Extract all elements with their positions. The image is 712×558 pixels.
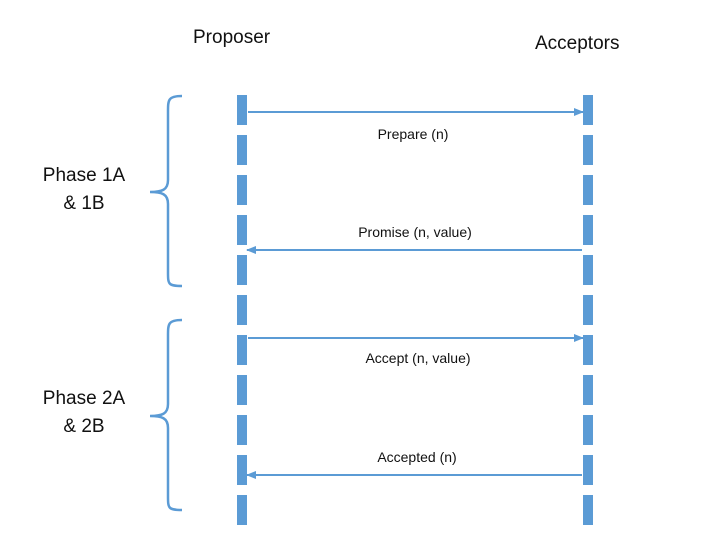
phase-2-label: Phase 2A & 2B (14, 385, 154, 441)
phase-2-line1: Phase 2A (42, 388, 126, 409)
phase-1-brace (149, 94, 183, 288)
phase-2-line2: & 2B (63, 416, 105, 437)
phase-1-line1: Phase 1A (42, 165, 126, 186)
phase-1-label: Phase 1A & 1B (14, 162, 154, 218)
proposer-header: Proposer (193, 27, 271, 48)
phase-2-brace (149, 318, 183, 512)
message-label-prepare: Prepare (n) (377, 126, 449, 142)
acceptors-header: Acceptors (535, 33, 620, 54)
message-label-accept: Accept (n, value) (365, 350, 471, 366)
phase-1-line2: & 1B (63, 193, 105, 214)
message-label-promise: Promise (n, value) (358, 224, 472, 240)
message-label-accepted: Accepted (n) (377, 449, 457, 465)
